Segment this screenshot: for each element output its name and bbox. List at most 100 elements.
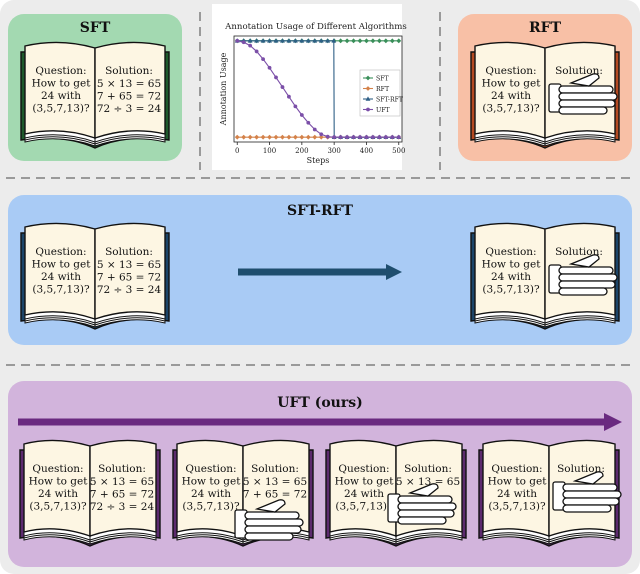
solution-line: 5 × 13 = 65: [243, 476, 307, 488]
question-line: (3,5,7,13)?: [335, 501, 393, 513]
data-point: [254, 38, 260, 43]
data-point: [351, 135, 356, 140]
solution-header: Solution:: [555, 246, 603, 258]
data-point: [390, 135, 395, 140]
data-point: [235, 38, 240, 43]
question-line: How to get: [32, 78, 92, 90]
question-line: 24 with: [41, 90, 81, 102]
plot-frame: [233, 35, 403, 143]
data-point: [305, 134, 311, 140]
book-right-page: [89, 439, 157, 537]
series-uft: [235, 38, 401, 140]
x-tick-label: 400: [360, 147, 373, 155]
data-point: [376, 38, 382, 44]
uft-arrow: [18, 413, 622, 431]
data-point: [351, 38, 356, 44]
hand-icon: [234, 499, 304, 541]
solution-header: Solution:: [404, 463, 452, 475]
data-point: [293, 104, 298, 109]
data-point: [364, 38, 369, 44]
data-point: [332, 135, 337, 140]
solution-line: 5 × 13 = 65: [90, 476, 154, 488]
data-point: [319, 132, 324, 137]
data-point: [273, 38, 279, 43]
question-line: Question:: [338, 463, 389, 475]
question-line: (3,5,7,13)?: [32, 103, 90, 115]
data-point: [325, 38, 331, 43]
data-point: [287, 94, 291, 99]
data-point: [344, 38, 350, 44]
data-point: [366, 107, 370, 112]
question-line: (3,5,7,13)?: [488, 501, 546, 513]
data-point: [305, 38, 311, 43]
question-line: Question:: [485, 65, 536, 77]
data-point: [267, 38, 272, 43]
question-line: Question:: [185, 463, 236, 475]
x-axis-label: Steps: [307, 156, 330, 165]
sft-rft-arrow: [238, 264, 402, 280]
hand-icon: [387, 483, 457, 525]
solution-line: 7 + 65 = 72: [97, 272, 161, 284]
data-point: [396, 38, 402, 44]
data-point: [318, 38, 324, 43]
x-tick-label: 0: [235, 147, 239, 155]
data-point: [371, 135, 375, 140]
data-point: [261, 57, 265, 62]
data-point: [370, 38, 376, 44]
data-point: [383, 135, 388, 140]
question-line: How to get: [482, 78, 542, 90]
data-point: [299, 113, 304, 117]
data-point: [274, 75, 278, 80]
rft-title: RFT: [529, 20, 561, 36]
hand-icon: [548, 73, 618, 115]
data-point: [267, 134, 272, 140]
data-point: [260, 134, 266, 140]
data-point: [247, 38, 253, 43]
data-point: [254, 134, 260, 140]
question-line: (3,5,7,13)?: [482, 103, 540, 115]
question-line: 24 with: [41, 271, 81, 283]
solution-header: Solution:: [557, 463, 605, 475]
question-line: 24 with: [497, 488, 537, 500]
legend-item: SFT-RFT: [363, 96, 404, 103]
question-line: How to get: [29, 476, 89, 488]
data-point: [312, 127, 317, 132]
legend-label: SFT: [376, 75, 390, 82]
question-line: Question:: [485, 246, 536, 258]
question-line: 24 with: [191, 488, 231, 500]
question-line: How to get: [482, 259, 542, 271]
question-line: How to get: [335, 476, 395, 488]
uft-title: UFT (ours): [277, 395, 363, 411]
question-line: How to get: [182, 476, 242, 488]
data-point: [280, 134, 285, 140]
data-point: [299, 134, 305, 140]
solution-header: Solution:: [555, 65, 603, 77]
solution-line: 7 + 65 = 72: [243, 489, 307, 501]
data-point: [396, 135, 401, 140]
question-line: How to get: [488, 476, 548, 488]
data-point: [286, 134, 292, 140]
question-line: Question:: [35, 65, 86, 77]
legend-label: RFT: [376, 86, 390, 93]
solution-line: 5 × 13 = 65: [97, 78, 161, 90]
question-line: Question:: [35, 246, 86, 258]
question-line: (3,5,7,13)?: [182, 501, 240, 513]
data-point: [331, 38, 337, 43]
data-point: [292, 134, 298, 140]
chart-title: Annotation Usage of Different Algorithms: [224, 22, 407, 32]
sft-rft-title: SFT-RFT: [287, 203, 353, 219]
data-point: [241, 134, 247, 140]
data-point: [248, 43, 253, 48]
solution-header: Solution:: [105, 246, 153, 258]
solution-line: 7 + 65 = 72: [90, 489, 154, 501]
annotation-usage-chart: Annotation Usage of Different Algorithms…: [212, 4, 407, 170]
book-right-page: [94, 41, 166, 139]
data-point: [306, 120, 311, 125]
